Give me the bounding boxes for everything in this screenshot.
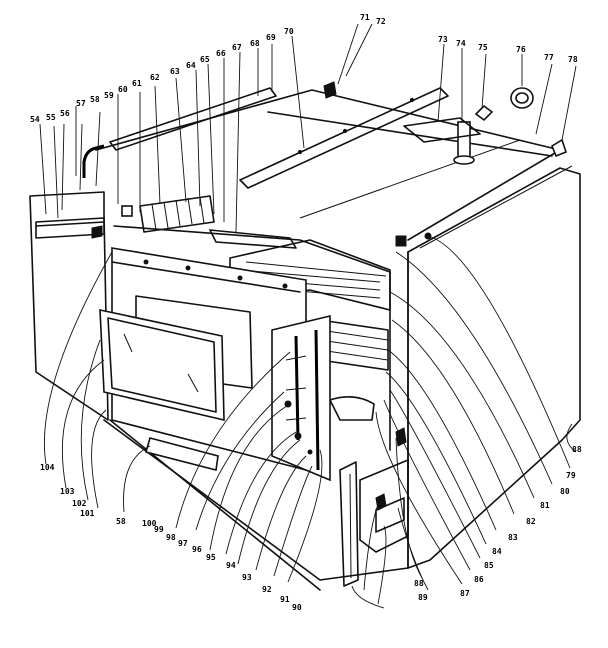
callout-92: 92 [262, 585, 272, 594]
callout-63: 63 [170, 67, 180, 76]
callout-69: 69 [266, 33, 276, 42]
callout-61: 61 [132, 79, 142, 88]
leader-lines [39, 23, 577, 609]
part-60 [121, 205, 133, 217]
callout-65: 65 [200, 55, 210, 64]
callout-93: 93 [242, 573, 252, 582]
callout-labels: 54 55 56 57 58 59 60 61 62 63 64 65 66 6… [30, 13, 582, 612]
callout-73: 73 [438, 35, 448, 44]
callout-66: 66 [216, 49, 226, 58]
rear-rail [109, 87, 277, 151]
callout-101: 101 [80, 509, 95, 518]
callout-71: 71 [360, 13, 370, 22]
callout-56: 56 [60, 109, 70, 118]
top-rail [239, 87, 449, 189]
callout-97: 97 [178, 539, 188, 548]
callout-55: 55 [46, 113, 56, 122]
oven-door-assembly [99, 247, 331, 482]
callout-78: 78 [568, 55, 578, 64]
callout-58-handle: 58 [116, 517, 126, 526]
rod-bracket [82, 144, 105, 178]
callout-62: 62 [150, 73, 160, 82]
part-71 [323, 81, 337, 99]
burner-grate [139, 195, 215, 233]
callout-80: 80 [560, 487, 570, 496]
part-74-post [457, 121, 471, 159]
callout-77: 77 [544, 53, 554, 62]
oven-racks [139, 195, 391, 421]
callout-100: 100 [142, 519, 157, 528]
drawer-slide [339, 461, 359, 587]
callout-60: 60 [118, 85, 128, 94]
callout-67: 67 [232, 43, 242, 52]
callout-94: 94 [226, 561, 236, 570]
callout-88: 88 [414, 579, 424, 588]
callout-64: 64 [186, 61, 196, 70]
part-75 [474, 104, 494, 122]
callout-103: 103 [60, 487, 75, 496]
callout-87: 87 [460, 589, 470, 598]
callout-54: 54 [30, 115, 40, 124]
callout-58: 58 [90, 95, 100, 104]
part-88 [375, 493, 387, 511]
callout-59: 59 [104, 91, 114, 100]
callout-95: 95 [206, 553, 216, 562]
callout-81: 81 [540, 501, 550, 510]
part-78 [551, 138, 567, 158]
callout-90: 90 [292, 603, 302, 612]
callout-79: 79 [566, 471, 576, 480]
callout-99: 99 [154, 525, 164, 534]
callout-57: 57 [76, 99, 86, 108]
part-73-plate [403, 117, 481, 143]
callout-96: 96 [192, 545, 202, 554]
oven-frame [113, 225, 391, 451]
callout-104: 104 [40, 463, 55, 472]
callout-76: 76 [516, 45, 526, 54]
callout-74: 74 [456, 39, 466, 48]
right-side-panel [407, 167, 581, 569]
callout-82: 82 [526, 517, 536, 526]
burner-bowl [329, 396, 375, 421]
loose-parts [121, 81, 567, 511]
callout-91: 91 [280, 595, 290, 604]
callout-89: 89 [418, 593, 428, 602]
callout-86: 86 [474, 575, 484, 584]
part-79-clip [395, 235, 407, 247]
callout-98: 98 [166, 533, 176, 542]
callout-83: 83 [508, 533, 518, 542]
callout-72: 72 [376, 17, 386, 26]
callout-85: 85 [484, 561, 494, 570]
callout-88-side: 88 [572, 445, 582, 454]
callout-70: 70 [284, 27, 294, 36]
callout-102: 102 [72, 499, 87, 508]
callout-84: 84 [492, 547, 502, 556]
burner-tube [209, 229, 297, 249]
trim-strip-56 [35, 217, 105, 239]
cabinet-body [29, 87, 581, 591]
callout-75: 75 [478, 43, 488, 52]
callout-68: 68 [250, 39, 260, 48]
